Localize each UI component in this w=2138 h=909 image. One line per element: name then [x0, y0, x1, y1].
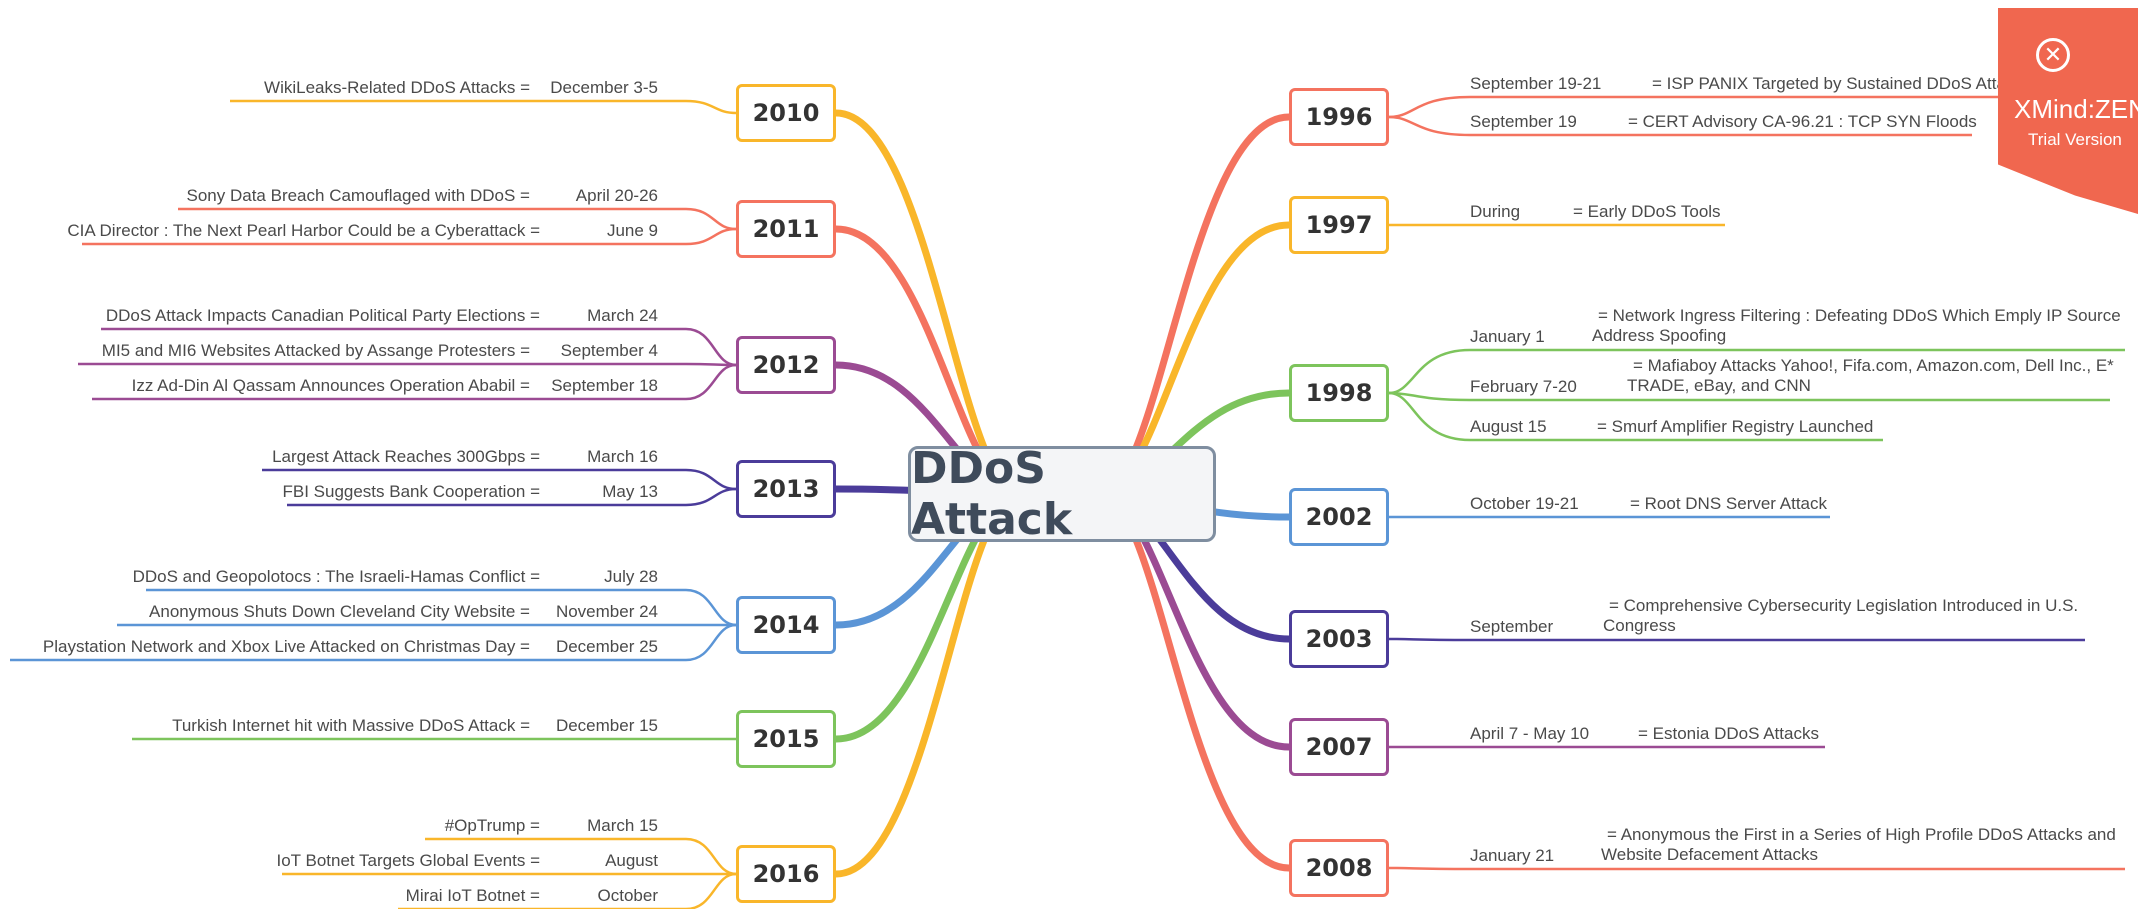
sub-branch-line	[1388, 95, 2030, 119]
sub-branch-line	[230, 99, 737, 115]
year-node-2002[interactable]: 2002	[1289, 488, 1389, 546]
event-title[interactable]: = Mafiaboy Attacks Yahoo!, Fifa.com, Ama…	[1627, 356, 2114, 395]
event-date: March 24	[587, 306, 658, 325]
event-title[interactable]: = Estonia DDoS Attacks	[1638, 724, 1819, 743]
year-node-2015[interactable]: 2015	[736, 710, 836, 768]
year-node-2007[interactable]: 2007	[1289, 718, 1389, 776]
year-node-2010[interactable]: 2010	[736, 84, 836, 142]
event-title[interactable]: = Network Ingress Filtering : Defeating …	[1592, 306, 2121, 345]
event-title[interactable]: DDoS and Geopolotocs : The Israeli-Hamas…	[132, 567, 540, 586]
event-title[interactable]: = CERT Advisory CA-96.21 : TCP SYN Flood…	[1628, 112, 1977, 131]
event-title[interactable]: Izz Ad-Din Al Qassam Announces Operation…	[131, 376, 530, 395]
event-date: October	[597, 886, 658, 905]
event-title[interactable]: Mirai IoT Botnet =	[405, 886, 540, 905]
watermark-trial-text: Trial Version	[2028, 130, 2122, 149]
sub-branch-line	[146, 588, 737, 627]
sub-branch-line	[287, 487, 737, 507]
year-node-2011[interactable]: 2011	[736, 200, 836, 258]
event-date: March 16	[587, 447, 658, 466]
event-title[interactable]: DDoS Attack Impacts Canadian Political P…	[105, 306, 540, 325]
central-topic[interactable]: DDoS Attack	[908, 443, 1216, 545]
watermark-brand: XMind:ZEN	[2014, 94, 2138, 124]
event-title[interactable]: WikiLeaks-Related DDoS Attacks =	[264, 78, 530, 97]
year-node-1997[interactable]: 1997	[1289, 196, 1389, 254]
event-title[interactable]: Playstation Network and Xbox Live Attack…	[42, 637, 530, 656]
sub-branch-line	[1388, 115, 1972, 137]
year-node-2014[interactable]: 2014	[736, 596, 836, 654]
event-title[interactable]: IoT Botnet Targets Global Events =	[276, 851, 541, 870]
event-date: September 19-21	[1470, 74, 1602, 93]
event-date: July 28	[604, 567, 658, 586]
year-node-2012[interactable]: 2012	[736, 336, 836, 394]
year-node-1998[interactable]: 1998	[1289, 364, 1389, 422]
event-title[interactable]: Anonymous Shuts Down Cleveland City Webs…	[149, 602, 530, 621]
event-title[interactable]: = Comprehensive Cybersecurity Legislatio…	[1603, 596, 2079, 635]
sub-branch-line	[101, 327, 737, 367]
year-node-2008[interactable]: 2008	[1289, 839, 1389, 897]
event-date: September	[1470, 617, 1554, 636]
event-title[interactable]: = Smurf Amplifier Registry Launched	[1597, 417, 1874, 436]
event-date: April 20-26	[575, 186, 658, 205]
event-date: February 7-20	[1470, 377, 1577, 396]
event-date: August	[605, 851, 658, 870]
event-date: December 25	[555, 637, 658, 656]
event-date: December 15	[555, 716, 658, 735]
year-node-2003[interactable]: 2003	[1289, 610, 1389, 668]
event-date: September 4	[560, 341, 658, 360]
event-date: During	[1470, 202, 1521, 221]
sub-branch-line	[1388, 391, 1883, 442]
event-date: March 15	[587, 816, 658, 835]
sub-branch-line	[1388, 866, 2125, 871]
event-date: May 13	[602, 482, 658, 501]
event-date: August 15	[1470, 417, 1547, 436]
event-title[interactable]: Sony Data Breach Camouflaged with DDoS =	[186, 186, 531, 205]
event-title[interactable]: FBI Suggests Bank Cooperation =	[282, 482, 540, 501]
close-circle-icon[interactable]: ✕	[2036, 38, 2070, 72]
event-date: December 3-5	[550, 78, 658, 97]
sub-branch-line	[425, 837, 737, 876]
event-title[interactable]: = Root DNS Server Attack	[1630, 494, 1827, 513]
sub-branch-line	[1388, 391, 2110, 402]
event-date: October 19-21	[1470, 494, 1579, 513]
event-date: January 21	[1470, 846, 1555, 865]
event-title[interactable]: Largest Attack Reaches 300Gbps =	[272, 447, 540, 466]
event-title[interactable]: = ISP PANIX Targeted by Sustained DDoS A…	[1652, 74, 2023, 93]
event-date: April 7 - May 10	[1470, 724, 1590, 743]
year-node-2016[interactable]: 2016	[736, 845, 836, 903]
event-date: June 9	[606, 221, 658, 240]
event-date: September 18	[551, 376, 658, 395]
sub-branch-line	[1388, 348, 2125, 395]
event-date: September 19	[1470, 112, 1577, 131]
sub-branch-line	[10, 623, 737, 662]
year-node-2013[interactable]: 2013	[736, 460, 836, 518]
sub-branch-line	[92, 363, 737, 401]
event-title[interactable]: MI5 and MI6 Websites Attacked by Assange…	[101, 341, 530, 360]
sub-branch-line	[82, 227, 737, 246]
event-title[interactable]: = Early DDoS Tools	[1573, 202, 1721, 221]
event-title[interactable]: Turkish Internet hit with Massive DDoS A…	[172, 716, 530, 735]
year-node-1996[interactable]: 1996	[1289, 88, 1389, 146]
sub-branch-line	[1388, 637, 2085, 642]
event-title[interactable]: CIA Director : The Next Pearl Harbor Cou…	[67, 221, 540, 240]
event-title[interactable]: = Anonymous the First in a Series of Hig…	[1601, 825, 2116, 864]
event-date: November 24	[555, 602, 658, 621]
event-date: January 1	[1470, 327, 1545, 346]
event-title[interactable]: #OpTrump =	[444, 816, 540, 835]
